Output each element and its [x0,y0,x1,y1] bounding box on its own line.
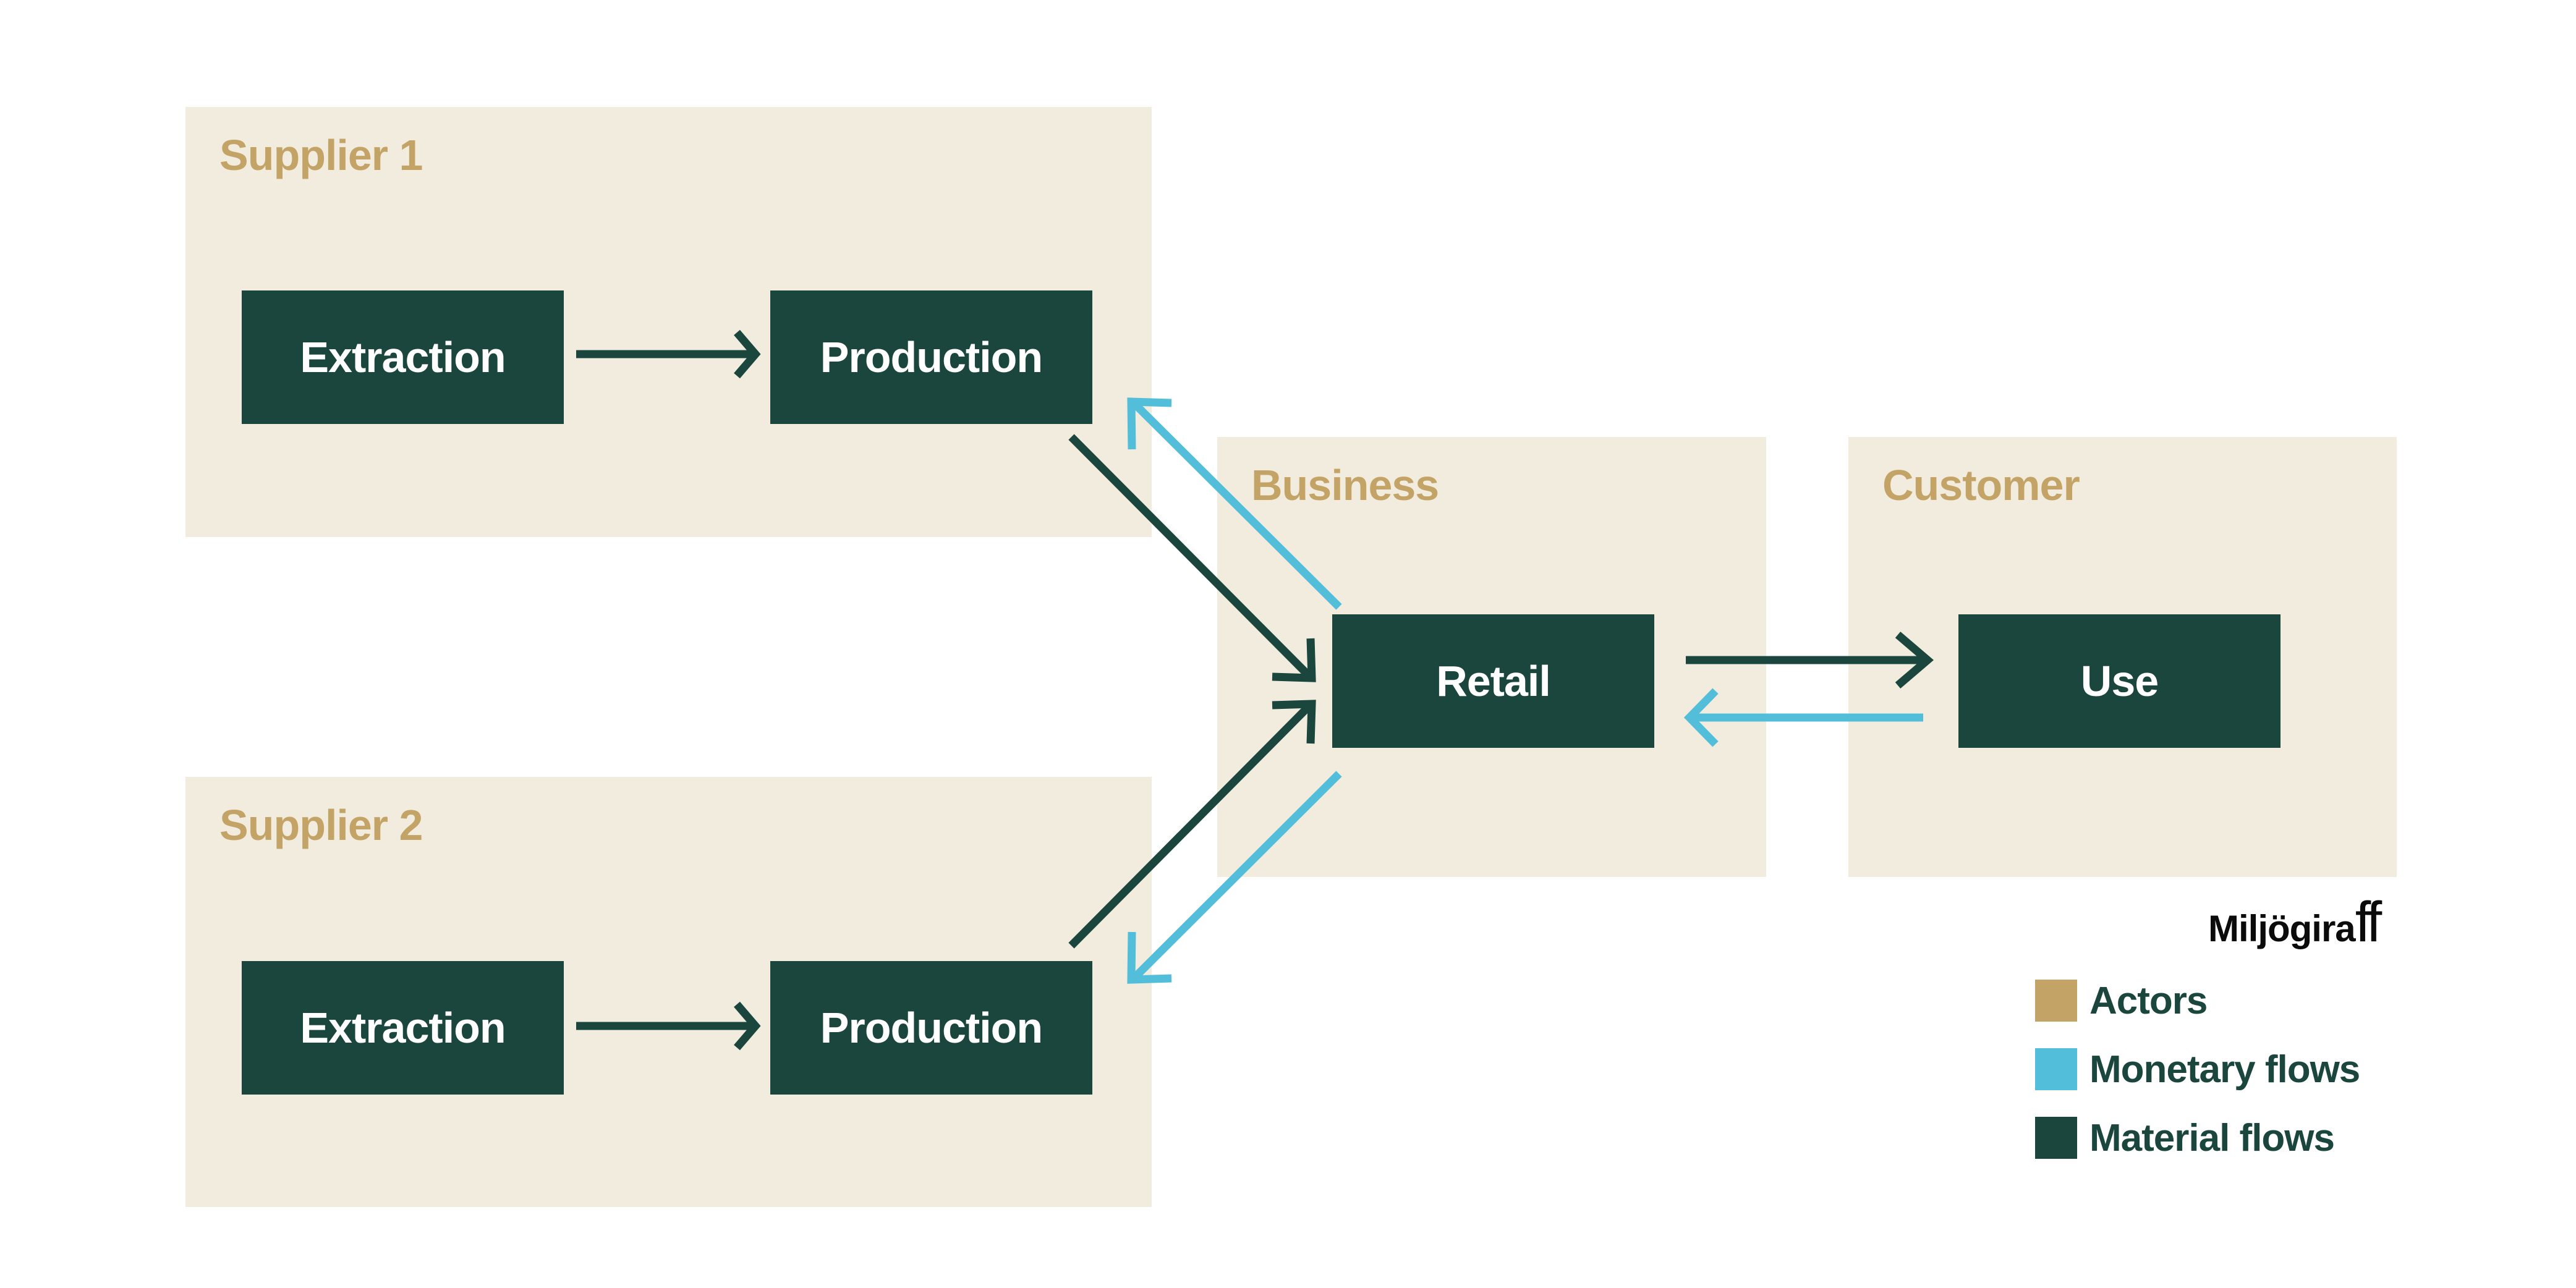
legend-item-monetary-flows: Monetary flows [2035,1048,2360,1091]
node-supplier1-extraction: Extraction [242,290,564,424]
node-use: Use [1958,614,2281,748]
legend-item-material-flows: Material flows [2035,1117,2360,1159]
legend-swatch-monetary-flows [2035,1048,2077,1090]
legend-label-actors: Actors [2089,979,2208,1022]
actor-label-supplier-1: Supplier 1 [219,131,423,179]
legend-label-monetary-flows: Monetary flows [2089,1048,2360,1091]
node-supplier2-extraction: Extraction [242,961,564,1095]
legend-swatch-actors [2035,980,2077,1022]
actor-label-customer: Customer [1882,461,2080,509]
legend-label-material-flows: Material flows [2089,1116,2335,1159]
node-supplier1-production: Production [770,290,1092,424]
logo-text: Miljögira [2208,908,2356,949]
actor-label-supplier-2: Supplier 2 [219,801,423,849]
legend-swatch-material-flows [2035,1117,2077,1159]
node-supplier2-production: Production [770,961,1092,1095]
actor-label-business: Business [1251,461,1439,509]
logo-suffix: ff [2355,891,2383,954]
miljogiraff-logo: Miljögiraff [2208,890,2383,955]
legend-item-actors: Actors [2035,980,2360,1022]
legend: Actors Monetary flows Material flows [2035,980,2360,1185]
node-retail: Retail [1332,614,1654,748]
